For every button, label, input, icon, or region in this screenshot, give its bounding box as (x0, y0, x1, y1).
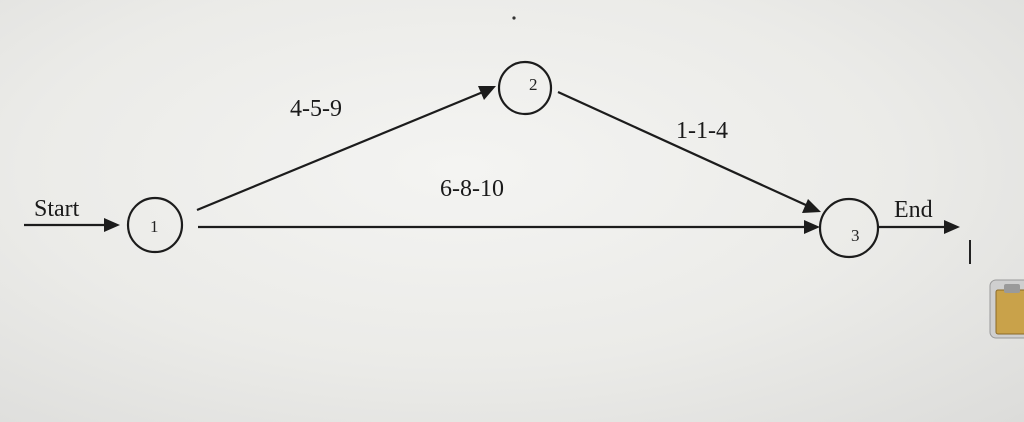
edge-1-3 (198, 220, 820, 234)
start-arrow (24, 218, 120, 232)
node-2-label: 2 (529, 75, 538, 94)
end-arrow (878, 220, 960, 234)
edge-1-2-label: 4-5-9 (290, 96, 342, 122)
edge-2-3-label: 1-1-4 (676, 118, 728, 144)
edge-1-3-label: 6-8-10 (440, 176, 504, 202)
end-label: End (894, 197, 933, 223)
clipboard-icon[interactable] (989, 279, 1024, 339)
edge-2-3 (557, 90, 821, 213)
stray-dot (512, 16, 516, 20)
edge-1-2 (196, 86, 496, 212)
node-1: 1 (126, 196, 184, 254)
start-label: Start (34, 196, 80, 222)
node-2: 2 (497, 60, 553, 116)
node-3: 3 (818, 197, 880, 259)
node-3-label: 3 (851, 226, 860, 245)
node-1-label: 1 (150, 217, 159, 236)
